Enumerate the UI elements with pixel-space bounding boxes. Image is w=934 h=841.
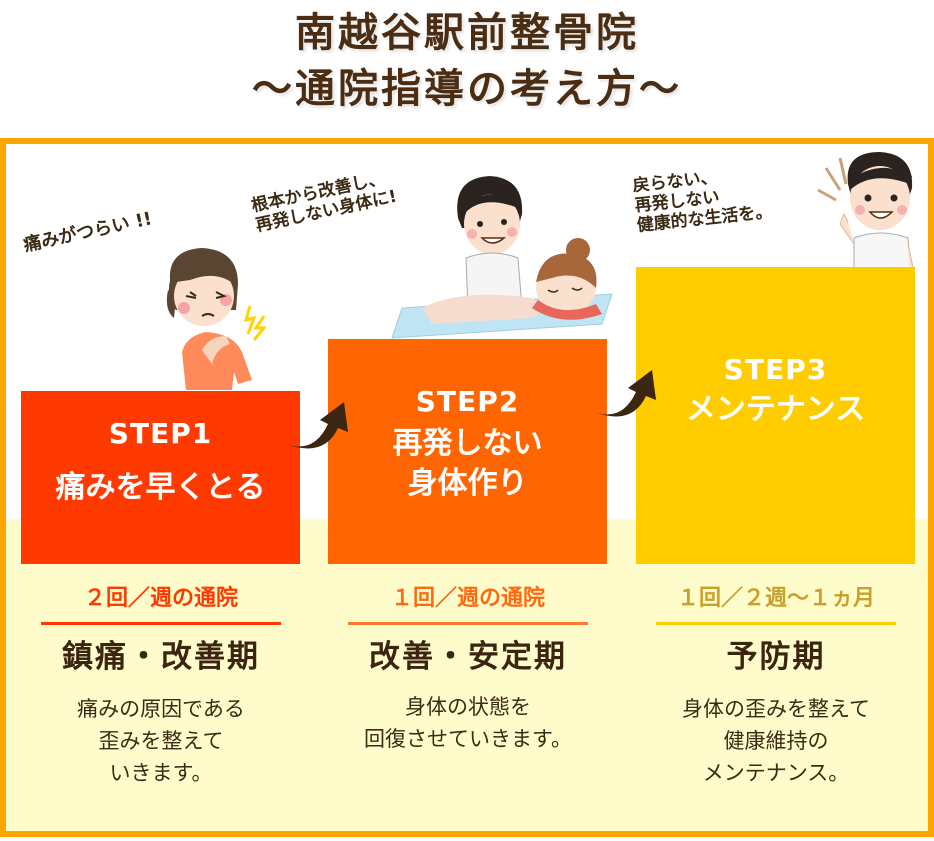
step3-description: 身体の歪みを整えて 健康維持の メンテナンス。 (682, 697, 870, 785)
speech-step2: 根本から改善し、 再発しない身体に! (249, 168, 399, 236)
title-clinic-name: 南越谷駅前整骨院 (295, 10, 639, 56)
steps-frame: 痛みがつらい !! 根本から改善し、 再発しない身体に! 戻らない、 再発しない… (0, 138, 934, 837)
step2-description: 身体の状態を 回復させていきます。 (364, 695, 572, 751)
step3-phase: 予防期 (726, 639, 826, 675)
divider (656, 622, 896, 625)
speech-step3: 戻らない、 再発しない 健康的な生活を。 (631, 167, 774, 236)
step2-phase: 改善・安定期 (369, 639, 567, 675)
step1-info: ２回／週の通院 鎮痛・改善期 痛みの原因である 歪みを整えて いきます。 (21, 584, 301, 789)
curved-arrow-icon (594, 370, 656, 417)
step2-frequency: １回／週の通院 (390, 586, 545, 611)
step3-label: STEP3 (723, 353, 828, 386)
woman-shoulder-pain-illustration (166, 248, 266, 390)
step3-info: １回／２週〜１ヵ月 予防期 身体の歪みを整えて 健康維持の メンテナンス。 (636, 584, 916, 789)
divider (41, 622, 281, 625)
step2-label: STEP2 (415, 385, 520, 418)
step1-box: STEP1 痛みを早くとる (21, 391, 300, 564)
step1-frequency: ２回／週の通院 (83, 586, 238, 611)
step1-label: STEP1 (108, 417, 213, 450)
curved-arrow-icon (286, 402, 348, 449)
step1-phase: 鎮痛・改善期 (62, 639, 260, 675)
step1-title: 痛みを早くとる (55, 470, 266, 505)
divider (348, 622, 588, 625)
step3-frequency: １回／２週〜１ヵ月 (676, 586, 875, 611)
step3-title: メンテナンス (685, 392, 866, 427)
step1-description: 痛みの原因である 歪みを整えて いきます。 (77, 697, 245, 785)
therapist-massaging-illustration (391, 176, 613, 339)
step2-info: １回／週の通院 改善・安定期 身体の状態を 回復させていきます。 (328, 584, 608, 755)
step3-box: STEP3 メンテナンス (636, 267, 915, 564)
step2-title: 再発しない 身体作り (392, 426, 543, 501)
cream-band (6, 519, 928, 831)
title-subtitle: 〜通院指導の考え方〜 (252, 66, 682, 112)
speech-step1: 痛みがつらい !! (21, 208, 154, 256)
step2-box: STEP2 再発しない 身体作り (328, 339, 607, 564)
